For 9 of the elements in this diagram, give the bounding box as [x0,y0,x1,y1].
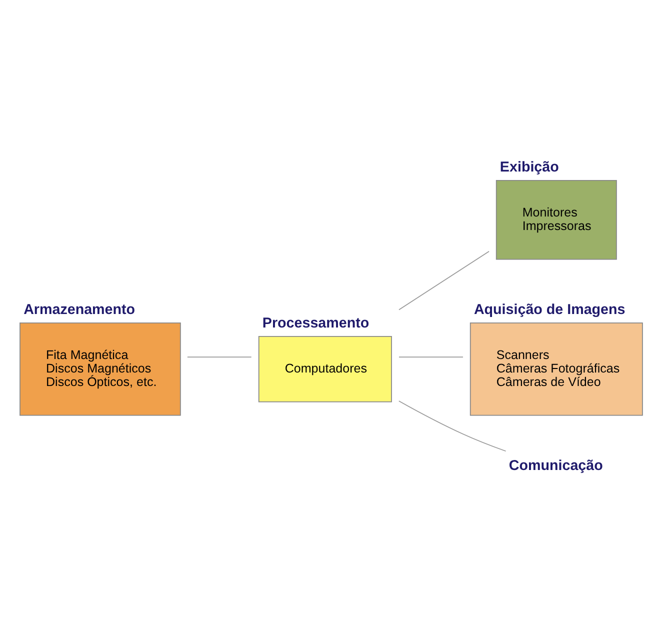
node-label: Processamento [262,315,370,332]
connector [398,356,464,358]
connector [186,356,252,358]
node-text: Comunicação [508,458,603,474]
node-label: Armazenamento [24,302,136,318]
node-label: Exibição [500,159,559,176]
node-label: Aquisição de Imagens [474,302,626,318]
connector [398,400,506,452]
connector [398,250,490,310]
